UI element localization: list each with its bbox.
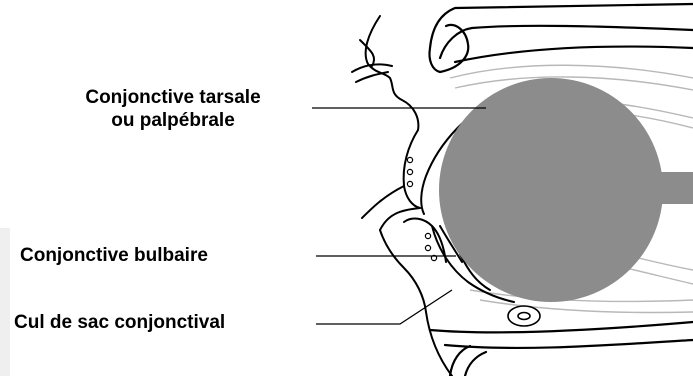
leader-fornix <box>316 290 452 324</box>
optic-nerve <box>656 172 693 204</box>
label-tarsal-line1: Conjonctive tarsale <box>38 86 308 109</box>
label-tarsal-conjunctiva: Conjonctive tarsale ou palpébrale <box>38 86 308 132</box>
left-shade <box>0 228 10 376</box>
eyeball <box>439 78 663 302</box>
inferior-oblique-muscle <box>508 306 540 326</box>
label-bulbar-conjunctiva: Conjonctive bulbaire <box>20 244 208 267</box>
label-tarsal-line2: ou palpébrale <box>38 109 308 132</box>
label-conjunctival-fornix: Cul de sac conjonctival <box>14 311 225 334</box>
